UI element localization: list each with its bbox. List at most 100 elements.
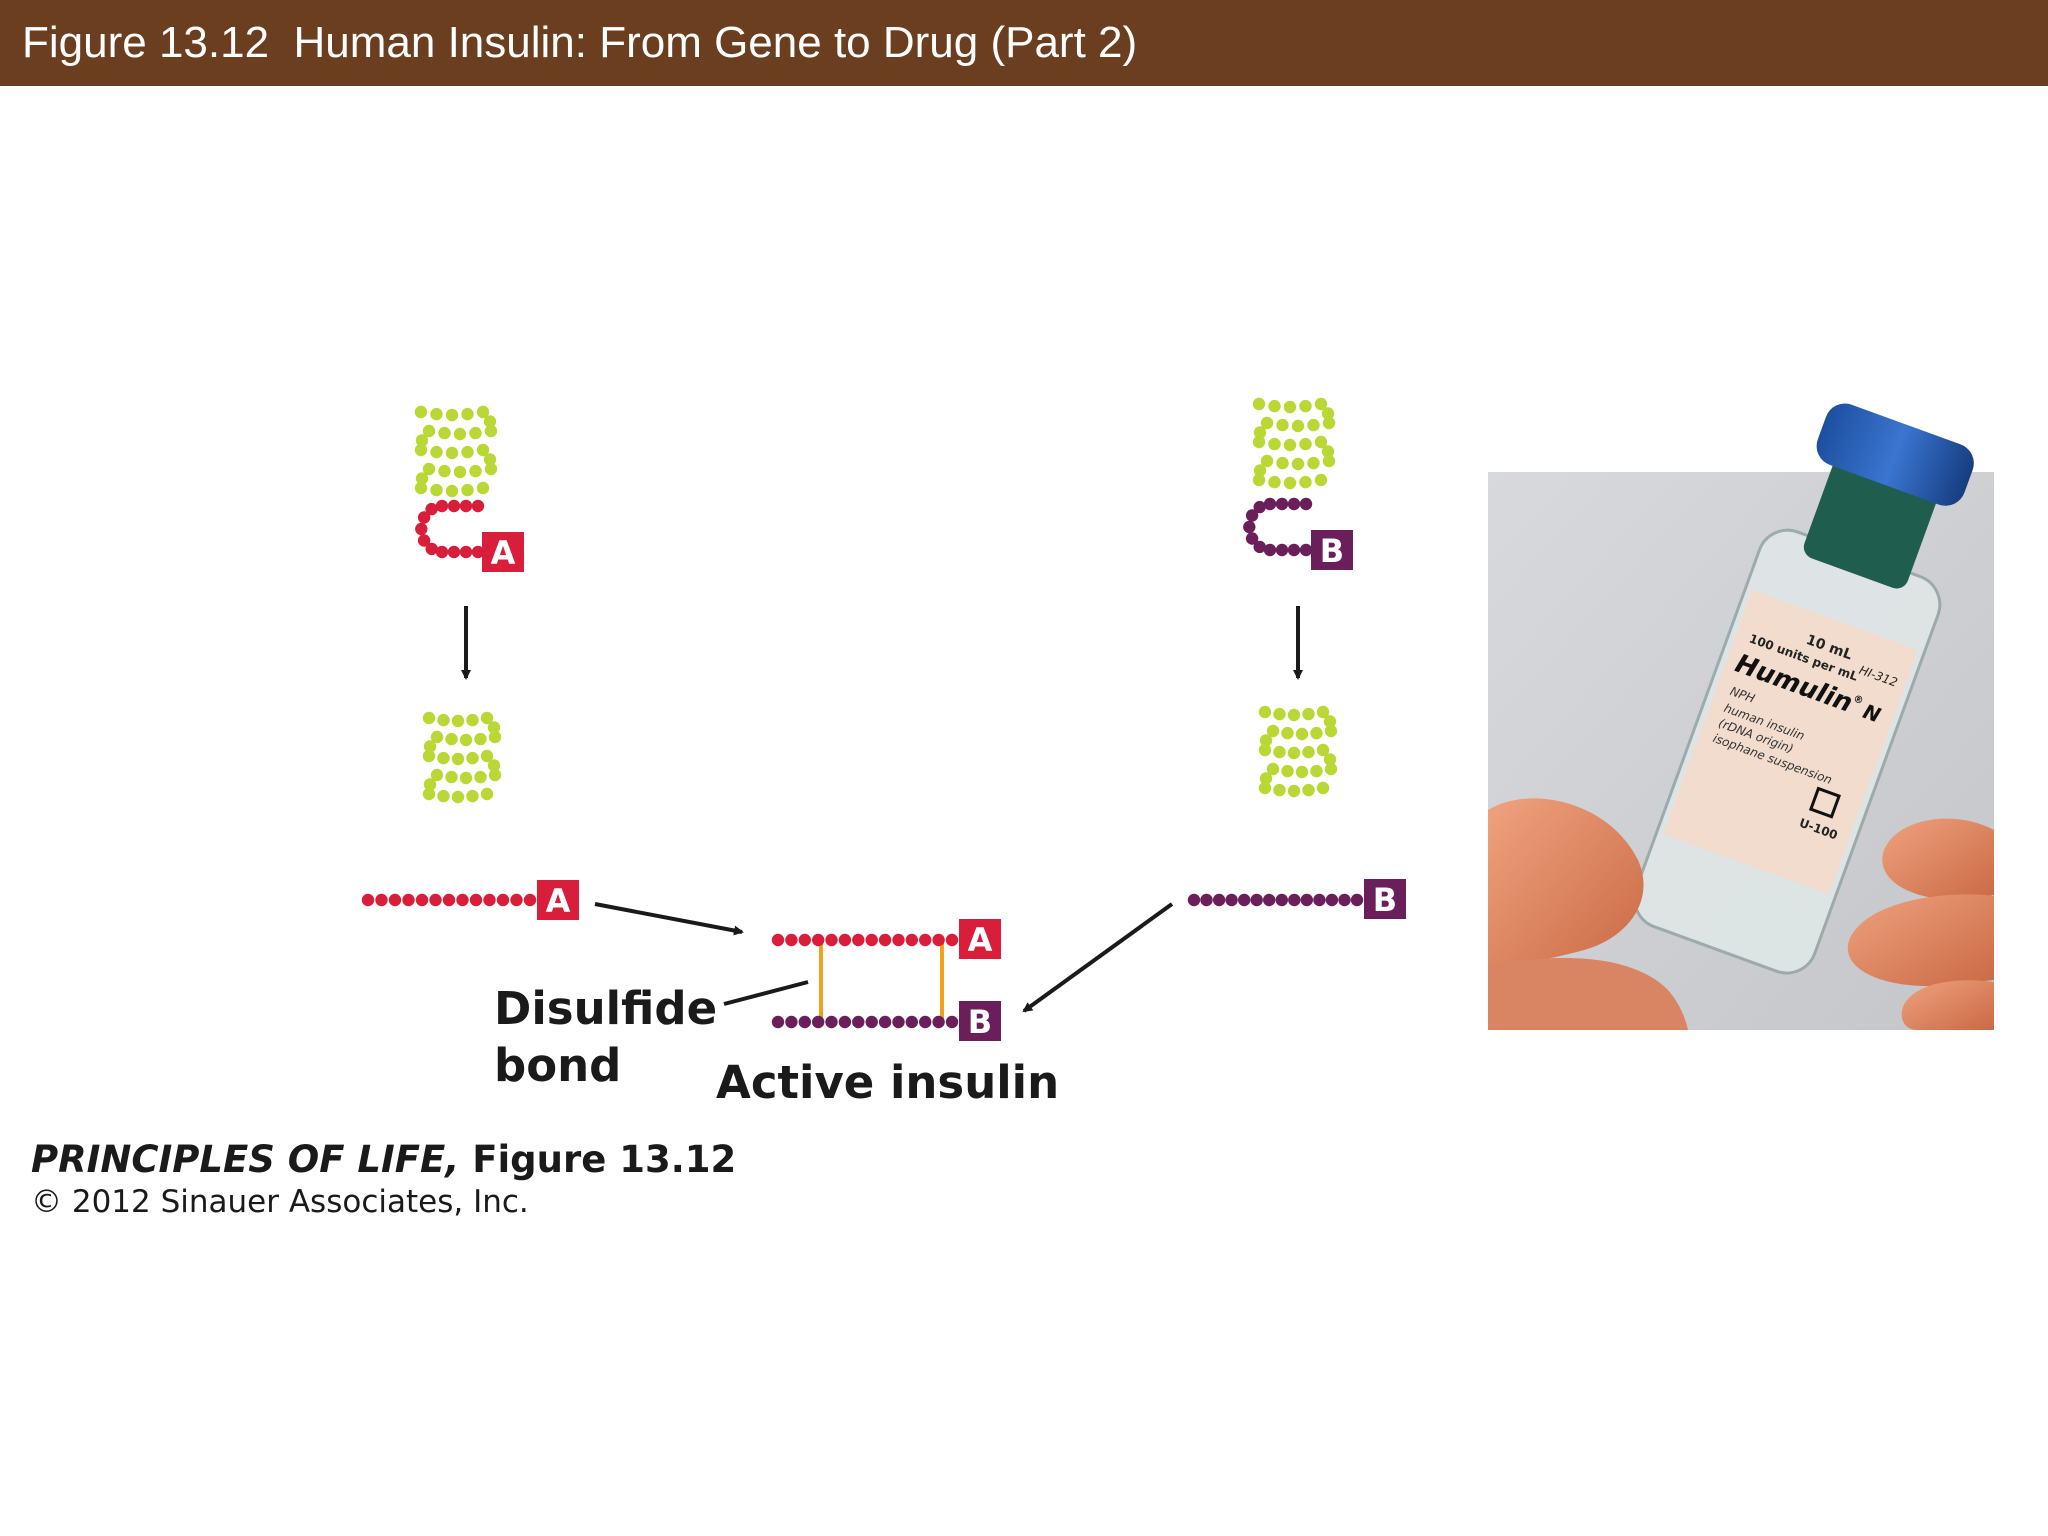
helix-bead <box>459 733 473 747</box>
helix-bead <box>466 751 479 765</box>
helix-bead <box>430 445 443 459</box>
helix-bead <box>469 426 482 440</box>
humulin-vial-photo: 10 mL 100 units per mL HI-312 Humulin®N … <box>1488 403 1994 1030</box>
helix-bead <box>414 443 428 457</box>
helix-bead <box>474 770 487 784</box>
chain-bead <box>361 893 375 907</box>
chain-bead <box>1300 893 1314 907</box>
chain-bead <box>932 933 945 947</box>
helix-bead <box>1283 438 1297 452</box>
tag-a-straight: A <box>537 880 579 920</box>
chain-bead <box>417 534 431 547</box>
chain-bead <box>932 1015 945 1029</box>
helix-bead <box>430 483 443 497</box>
chain-bead <box>1212 893 1226 907</box>
chain-a-straight <box>361 893 537 907</box>
chain-bead <box>1263 497 1277 511</box>
helix-bead <box>461 407 474 421</box>
helix-bead <box>466 713 479 727</box>
active-insulin-label: Active insulin <box>716 1056 1060 1109</box>
helix-bead <box>422 462 436 476</box>
chain-bead <box>945 1015 959 1029</box>
chain-bead <box>812 1015 825 1029</box>
chain-bead <box>1313 893 1326 907</box>
helix-bead <box>1316 781 1330 795</box>
helix-bead <box>1307 418 1320 432</box>
helix-b-top <box>1252 397 1336 490</box>
helix-bead <box>445 446 459 460</box>
helix-bead <box>1283 400 1297 414</box>
helix-bead <box>1314 397 1328 411</box>
chain-bead <box>1243 520 1256 534</box>
chain-bead <box>771 1015 785 1029</box>
helix-bead <box>1321 407 1335 420</box>
helix-bead <box>1273 707 1286 721</box>
helix-bead <box>1258 743 1272 757</box>
helix-bead <box>461 445 474 459</box>
helix-bead <box>1323 753 1337 766</box>
helix-bead <box>1253 426 1267 439</box>
chain-bead <box>415 893 429 907</box>
chain-bead <box>447 545 461 559</box>
active-chain-b <box>771 1015 959 1029</box>
copyright-caption: © 2012 Sinauer Associates, Inc. <box>31 1184 529 1220</box>
helix-bead <box>1259 734 1273 747</box>
active-chain-a <box>771 933 959 947</box>
helix-bead <box>437 789 450 803</box>
chain-bead <box>435 499 449 513</box>
helix-bead <box>476 481 490 495</box>
chain-bead <box>825 933 838 947</box>
helix-a-cleaved <box>422 711 502 804</box>
chain-bead <box>459 499 473 513</box>
chain-bead <box>1287 543 1301 557</box>
helix-bead <box>1276 418 1289 432</box>
helix-bead <box>451 752 465 766</box>
finger-top <box>1882 818 1994 900</box>
chain-bead <box>1275 543 1289 557</box>
chain-bead <box>459 545 473 559</box>
helix-bead <box>466 789 479 803</box>
helix-bead <box>438 426 451 440</box>
helix-bead <box>430 768 444 782</box>
helix-bead <box>484 424 498 438</box>
helix-bead <box>1291 419 1305 433</box>
helix-bead <box>483 415 497 428</box>
chain-bead <box>905 1015 918 1029</box>
arrow-a-to-active <box>594 902 744 936</box>
helix-bead <box>1287 746 1301 760</box>
helix-bead <box>1268 399 1281 413</box>
helix-bead <box>487 721 501 734</box>
chain-bead <box>1350 893 1364 907</box>
helix-bead <box>1291 457 1305 471</box>
helix-bead <box>437 751 450 765</box>
chain-bead <box>1225 893 1238 907</box>
helix-bead <box>1252 397 1266 411</box>
slide-title: Figure 13.12 Human Insulin: From Gene to… <box>22 18 1138 67</box>
helix-bead <box>1287 708 1301 722</box>
helix-bead <box>487 759 501 772</box>
chain-bead <box>785 933 798 947</box>
helix-bead <box>1281 726 1294 740</box>
chain-bead <box>919 933 932 947</box>
chain-bead <box>852 1015 865 1029</box>
helix-bead <box>480 711 494 725</box>
chain-bead <box>375 893 388 907</box>
helix-bead <box>476 405 490 419</box>
disulfide-label-line1: Disulfide <box>494 982 718 1035</box>
vial-label <box>1663 589 1918 895</box>
tag-a-top-text: A <box>491 534 516 572</box>
palm <box>1488 957 1688 1030</box>
chain-bead <box>798 1015 811 1029</box>
chain-bead <box>825 1015 838 1029</box>
chain-bead <box>905 933 918 947</box>
helix-bead <box>451 714 465 728</box>
finger-bottom <box>1901 980 1994 1030</box>
helix-bead <box>461 483 474 497</box>
helix-b-cleaved <box>1258 705 1338 798</box>
chain-bead <box>1253 540 1266 554</box>
helix-bead <box>422 424 436 438</box>
chain-bead <box>435 545 449 559</box>
chain-bead <box>892 1015 905 1029</box>
helix-bead <box>445 408 459 422</box>
chain-bead <box>1250 893 1263 907</box>
